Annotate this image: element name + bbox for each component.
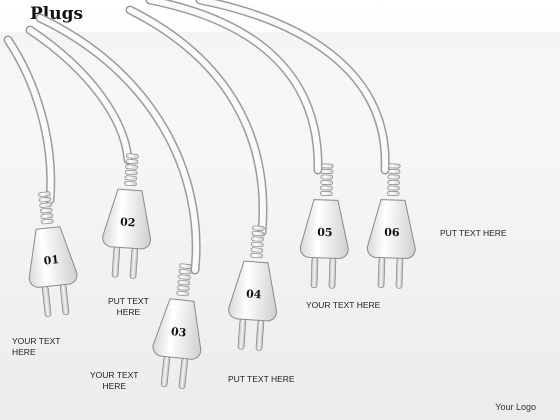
plug-body <box>102 188 152 250</box>
plug-03: 03 <box>152 263 202 389</box>
plug-prong-right <box>178 358 188 389</box>
plug-06: 06 <box>366 163 416 289</box>
plug-number: 06 <box>384 226 400 240</box>
logo-text: Your Logo <box>495 402 536 412</box>
cable-highlight-06 <box>197 0 389 173</box>
plug-prong-left <box>310 257 319 289</box>
cable-highlight-04 <box>127 7 266 235</box>
plug-prong-right <box>59 284 70 315</box>
plug-strain-relief <box>386 163 401 196</box>
cable-highlight-02 <box>27 27 131 163</box>
plug-body <box>28 226 78 288</box>
plug-prong-right <box>129 248 139 279</box>
plug-prong-right <box>395 257 404 289</box>
plug-strain-relief <box>250 225 265 259</box>
plug-label-line: YOUR TEXT <box>12 336 61 346</box>
plug-label-line: PUT TEXT HERE <box>228 374 295 384</box>
plug-body <box>366 199 416 260</box>
plug-label-line: PUT TEXT <box>108 296 149 306</box>
plug-strain-relief <box>176 263 192 297</box>
cable-highlight-05 <box>147 0 322 173</box>
plug-body <box>228 260 278 322</box>
plug-label-line: HERE <box>116 307 141 317</box>
plug-prong-left <box>42 286 52 317</box>
plug-05: 05 <box>299 163 349 289</box>
plug-body <box>299 199 349 260</box>
plugs-group: 01 02 03 04 05 06 <box>28 153 416 389</box>
plug-number: 03 <box>170 325 187 340</box>
plug-number: 02 <box>120 215 136 229</box>
plug-04: 04 <box>228 225 278 351</box>
plug-strain-relief <box>124 153 139 187</box>
plug-label-05: YOUR TEXT HERE <box>306 300 380 311</box>
plug-02: 02 <box>102 153 152 279</box>
plug-label-line: HERE <box>12 347 36 357</box>
plug-prong-left <box>377 257 386 289</box>
cable-highlight-01 <box>5 37 54 203</box>
plug-prong-right <box>255 320 265 351</box>
plug-number: 04 <box>246 287 263 301</box>
plug-strain-relief <box>38 191 54 225</box>
plug-strain-relief <box>319 163 334 196</box>
plug-prong-left <box>237 318 247 350</box>
plug-label-04: PUT TEXT HERE <box>228 374 295 385</box>
plug-prong-left <box>160 356 171 387</box>
plug-label-06: PUT TEXT HERE <box>440 228 507 239</box>
cables <box>3 0 390 275</box>
plug-01: 01 <box>28 191 78 317</box>
plug-number: 05 <box>317 226 333 240</box>
plug-body <box>152 298 202 360</box>
cable-highlight-03 <box>37 15 200 273</box>
plug-label-line: PUT TEXT HERE <box>440 228 507 238</box>
plug-label-line: YOUR TEXT HERE <box>306 300 381 310</box>
plug-prong-right <box>328 257 337 289</box>
plug-prong-left <box>111 246 121 278</box>
plug-label-line: HERE <box>102 381 127 391</box>
plug-label-line: YOUR TEXT <box>90 370 139 380</box>
plug-number: 01 <box>43 253 60 268</box>
